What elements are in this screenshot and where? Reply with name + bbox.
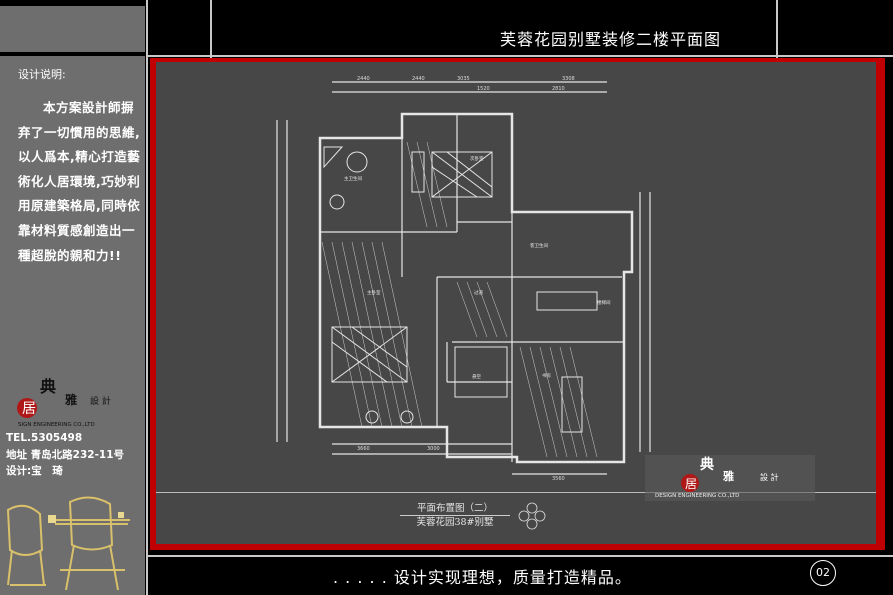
company-logo: 居 典 雅 設 計 SIGN ENGINEERING CO.,LTD: [17, 377, 111, 428]
floor-plan-drawing: 2440 2440 3035 3308 1520 2810 3660 3000 3560 主…: [276, 76, 651, 482]
svg-text:2440: 2440: [357, 76, 370, 82]
contact-tel: TEL.5305498: [6, 432, 83, 444]
plan-caption-line1: 平面布置图（二）: [416, 503, 493, 514]
page-number: 02: [810, 560, 836, 586]
svg-text:3000: 3000: [427, 446, 440, 452]
svg-text:3308: 3308: [562, 76, 575, 82]
frame-line: [146, 0, 148, 595]
svg-text:1520: 1520: [477, 86, 490, 92]
svg-text:典: 典: [700, 456, 714, 473]
design-note-title: 设计说明:: [18, 68, 66, 81]
frame-line: [146, 55, 893, 57]
contact-address: 地址 青岛北路232-11号: [6, 449, 125, 461]
svg-text:3035: 3035: [457, 76, 470, 82]
logo-subline: SIGN ENGINEERING CO.,LTD: [18, 422, 95, 428]
plan-divider: [156, 492, 876, 493]
room-label: 客卫生间: [530, 242, 548, 249]
frame-line: [146, 555, 893, 557]
room-label: 次卧室: [470, 155, 484, 162]
logo-char-dian: 典: [40, 377, 56, 396]
svg-text:3660: 3660: [357, 446, 370, 452]
svg-text:3560: 3560: [552, 476, 565, 482]
svg-text:雅: 雅: [723, 469, 734, 483]
frame-line: [210, 0, 212, 58]
room-label: 过道: [474, 289, 483, 296]
room-label: 书房: [542, 372, 551, 379]
room-label: 主卫生间: [344, 175, 362, 182]
room-label: 主卧室: [367, 289, 381, 296]
svg-text:居: 居: [685, 477, 697, 491]
company-logo-watermark: 居 典 雅 設 計 DESIGN ENGINEERING CO.,LTD: [645, 455, 815, 501]
svg-text:設 計: 設 計: [760, 472, 779, 482]
chair-illustration: [0, 490, 145, 595]
svg-text:2810: 2810: [552, 86, 565, 92]
logo-seal-icon: [681, 474, 699, 492]
svg-text:DESIGN ENGINEERING CO.,LTD: DESIGN ENGINEERING CO.,LTD: [655, 493, 739, 499]
logo-seal-icon: [17, 398, 37, 418]
room-label: 楼梯间: [597, 299, 611, 306]
logo-char-ju: 居: [22, 401, 36, 417]
logo-tag: 設 計: [90, 395, 111, 407]
footer-slogan: . . . . . 设计实现理想，质量打造精品。: [333, 568, 632, 587]
plan-caption-line2: 芙蓉花园38#别墅: [400, 515, 510, 529]
svg-text:2440: 2440: [412, 76, 425, 82]
logo-char-ya: 雅: [64, 392, 77, 407]
page-title: 芙蓉花园别墅装修二楼平面图: [500, 30, 722, 49]
design-note-body: 本方案設計師摒弃了一切慣用的思維,以人爲本,精心打造藝術化人居環境,巧妙利用原建…: [18, 100, 141, 263]
plan-caption: 平面布置图（二） 芙蓉花园38#别墅: [400, 502, 510, 529]
compass-icon: [518, 502, 546, 530]
room-label: 悬空: [472, 373, 481, 380]
frame-line: [776, 0, 778, 58]
contact-designer: 设计:宝 琦: [6, 465, 63, 477]
